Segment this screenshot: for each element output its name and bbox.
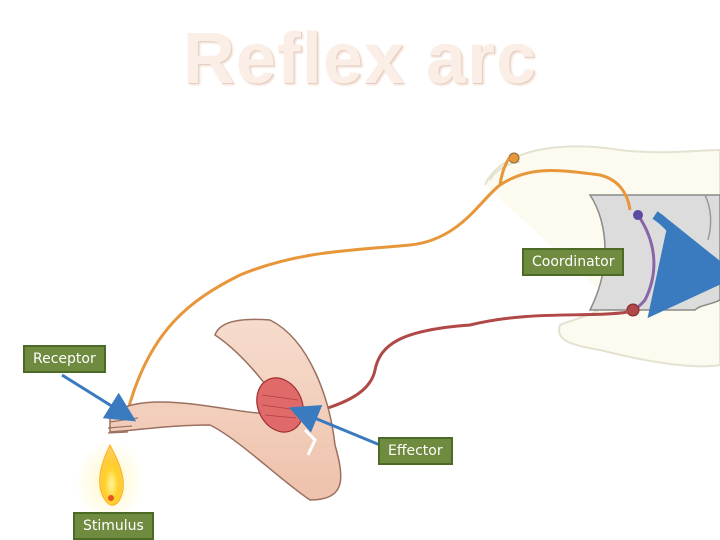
effector-arrow (288, 404, 381, 447)
coordination-arrow (647, 211, 720, 319)
sensory-neuron (126, 169, 632, 411)
sensory-cell-body (508, 152, 520, 164)
coordinator-label: Coordinator (522, 248, 625, 276)
motor-cell-body (626, 303, 640, 317)
receptor-label: Receptor (23, 345, 106, 373)
stimulus-label: Stimulus (73, 512, 154, 540)
receptor-arrow (61, 373, 137, 422)
flame-icon (75, 440, 145, 524)
slide-title: Reflex arc (182, 19, 538, 99)
effector-label: Effector (378, 437, 453, 465)
motor-neuron (304, 310, 629, 417)
